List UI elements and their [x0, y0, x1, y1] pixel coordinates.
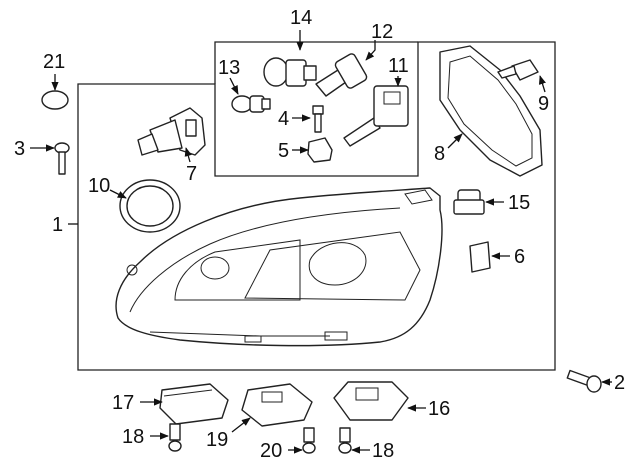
control-unit[interactable]	[159, 383, 229, 425]
halogen-bulb[interactable]	[315, 53, 368, 97]
callout-3: 3	[14, 138, 25, 160]
screw-18-left[interactable]	[168, 423, 182, 452]
assembly-frame	[77, 41, 556, 371]
callout-8: 8	[434, 143, 445, 165]
callout-13: 13	[218, 57, 240, 79]
callout-6: 6	[514, 246, 525, 268]
callout-18-right: 18	[372, 440, 394, 462]
callout-4: 4	[278, 108, 289, 130]
callout-17: 17	[112, 392, 134, 414]
headlamp-bolt[interactable]	[566, 369, 602, 393]
bulb-seal-ring[interactable]	[119, 179, 181, 233]
leader-lines	[30, 30, 612, 454]
xenon-bulb[interactable]	[343, 85, 409, 147]
callout-7: 7	[186, 163, 197, 185]
mounting-bracket[interactable]	[469, 241, 491, 273]
callout-12: 12	[371, 21, 393, 43]
connector-module[interactable]	[453, 189, 485, 215]
headlamp-assembly[interactable]	[115, 187, 443, 347]
callout-9: 9	[538, 93, 549, 115]
retaining-clip[interactable]	[307, 137, 333, 163]
callout-15: 15	[508, 192, 530, 214]
callout-11: 11	[388, 55, 409, 77]
side-marker-bulb[interactable]	[231, 95, 271, 113]
callout-1: 1	[52, 214, 63, 236]
igniter-module[interactable]	[333, 381, 409, 421]
callout-18-left: 18	[122, 426, 144, 448]
cover-bolt[interactable]	[497, 59, 539, 81]
mounting-screw[interactable]	[54, 142, 70, 175]
callout-14: 14	[290, 7, 312, 29]
callout-labels: 14 12 13 11 4 5 7 10 1 21 3 8 9 15 6 2 1…	[14, 7, 625, 462]
small-screw[interactable]	[312, 105, 324, 133]
turn-signal-bulb[interactable]	[263, 57, 317, 87]
callout-20: 20	[260, 440, 282, 462]
callout-5: 5	[278, 140, 289, 162]
callout-16: 16	[428, 398, 450, 420]
callout-10: 10	[88, 175, 110, 197]
rear-cover[interactable]	[439, 45, 543, 177]
screw-18-right[interactable]	[338, 427, 352, 454]
bulb-socket-harness[interactable]	[137, 107, 206, 156]
callout-19: 19	[206, 429, 228, 451]
callout-2: 2	[614, 372, 625, 394]
callout-21: 21	[43, 51, 65, 73]
adjuster-cap[interactable]	[41, 90, 69, 110]
screw-20[interactable]	[302, 427, 316, 454]
ballast-module[interactable]	[241, 383, 313, 427]
